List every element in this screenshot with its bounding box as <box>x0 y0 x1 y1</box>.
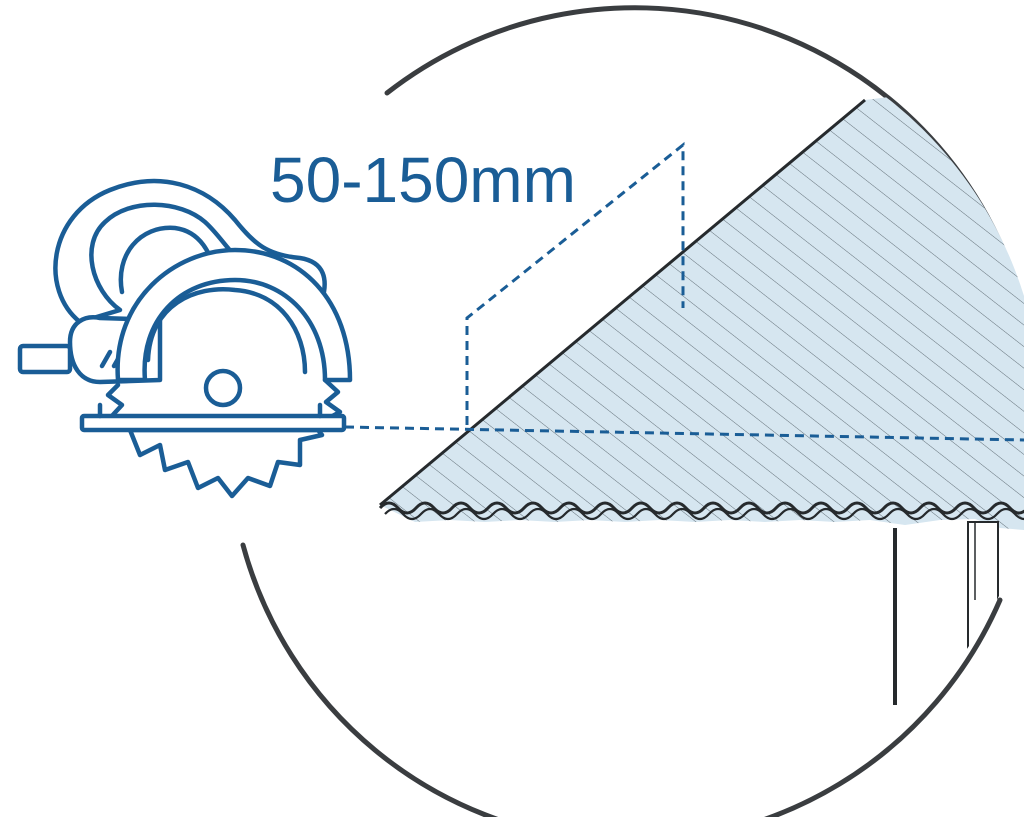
magnifier-arc-bottom <box>240 542 1003 817</box>
saw-blade-hub <box>203 368 243 408</box>
cut-guides <box>344 141 1024 442</box>
saw-blade-teeth <box>127 427 325 499</box>
overhang-dimension-label: 50-150mm <box>270 144 576 216</box>
circular-saw-icon <box>17 178 353 499</box>
cut-line <box>344 425 1024 442</box>
sheet-corrugated-edge <box>378 501 1024 515</box>
sheet-top-edge <box>379 98 866 507</box>
sheet-corrugated-edge-lower <box>384 507 1024 521</box>
overhang-dimension-bracket <box>465 141 685 425</box>
saw-blade-guard <box>115 247 353 383</box>
saw-base-plate <box>79 413 347 433</box>
support-post-right <box>967 521 999 817</box>
sheet-flutes <box>380 80 1024 530</box>
saw-power-cord <box>17 343 73 375</box>
saw-blade-guard-inner <box>145 287 308 375</box>
